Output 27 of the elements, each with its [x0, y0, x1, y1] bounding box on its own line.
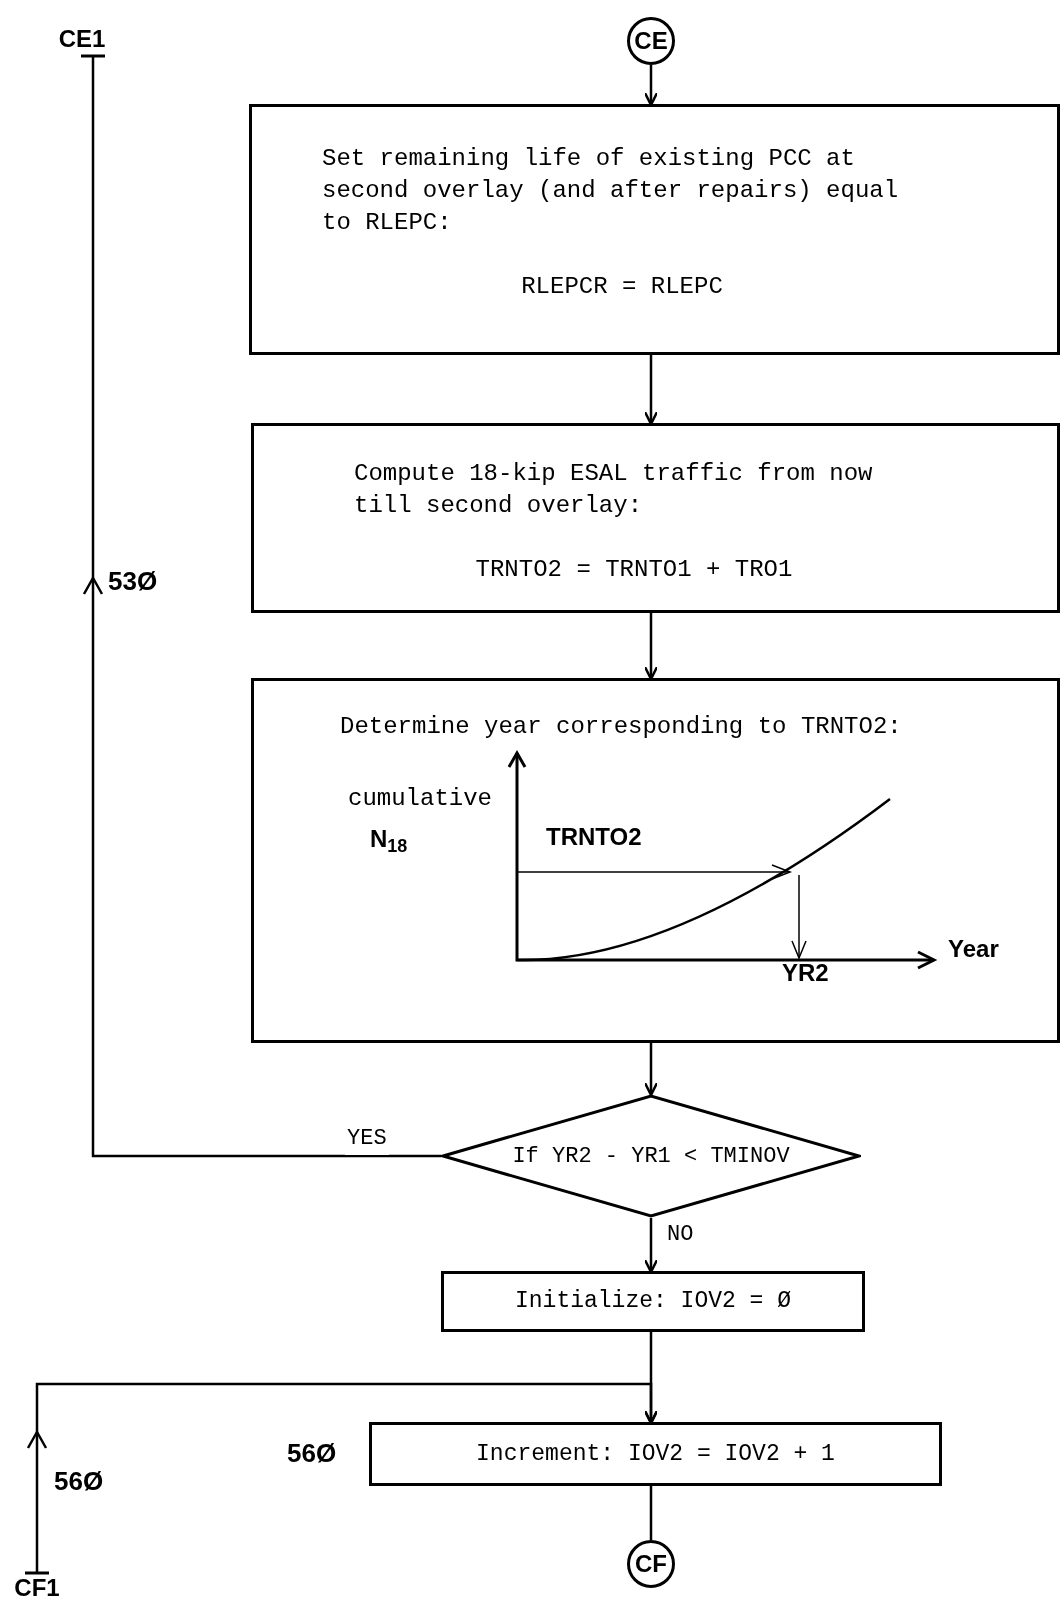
formula-text: RLEPCR = RLEPC	[520, 272, 724, 302]
step-text: Set remaining life of existing PCC at second overlay (and after repairs) equal to RLEPC:	[322, 144, 900, 238]
graph-label: N$_{18}$	[370, 825, 408, 852]
step-number: 56Ø	[287, 1438, 337, 1468]
off-page-connector-label: CF1	[14, 1573, 60, 1603]
connector-label: CF	[635, 1549, 667, 1579]
graph-label: TRNTO2	[546, 823, 642, 850]
graph-label: cumulative	[348, 785, 493, 812]
process-box	[441, 1271, 865, 1332]
graph-label: YR2	[782, 959, 829, 986]
connector-label: CE	[634, 26, 668, 56]
step-text: Compute 18-kip ESAL traffic from now till second overlay:	[354, 459, 874, 521]
process-box	[369, 1422, 942, 1486]
process-box	[251, 423, 1060, 613]
callout-number: 53Ø	[108, 566, 158, 596]
formula-text: TRNTO2 = TRNTO1 + TRO1	[474, 555, 794, 585]
process-box	[249, 104, 1060, 355]
graph-label: Year	[948, 935, 999, 962]
decision-text: If YR2 - YR1 < TMINOV	[512, 1142, 790, 1171]
edge-label: YES	[347, 1126, 387, 1151]
step-text: Initialize: IOV2 = Ø	[514, 1287, 791, 1317]
callout-number: 56Ø	[54, 1466, 104, 1496]
process-box	[251, 678, 1060, 1043]
off-page-connector-label: CE1	[58, 24, 106, 54]
step-text: Increment: IOV2 = IOV2 + 1	[476, 1439, 835, 1469]
edge-label: NO	[667, 1222, 694, 1247]
step-text: Determine year corresponding to TRNTO2:	[340, 713, 902, 740]
